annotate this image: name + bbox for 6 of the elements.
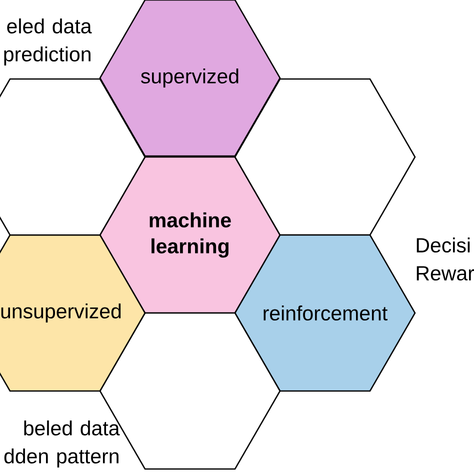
hexagon: unsupervized: [0, 234, 146, 392]
hexagon: reinforcement: [234, 234, 416, 392]
side-note: Decisi Rewar: [416, 237, 474, 281]
side-note: eled data prediction: [4, 18, 92, 66]
side-note: beled data dden pattern: [4, 420, 120, 468]
hexagon: supervized: [99, 0, 281, 157]
